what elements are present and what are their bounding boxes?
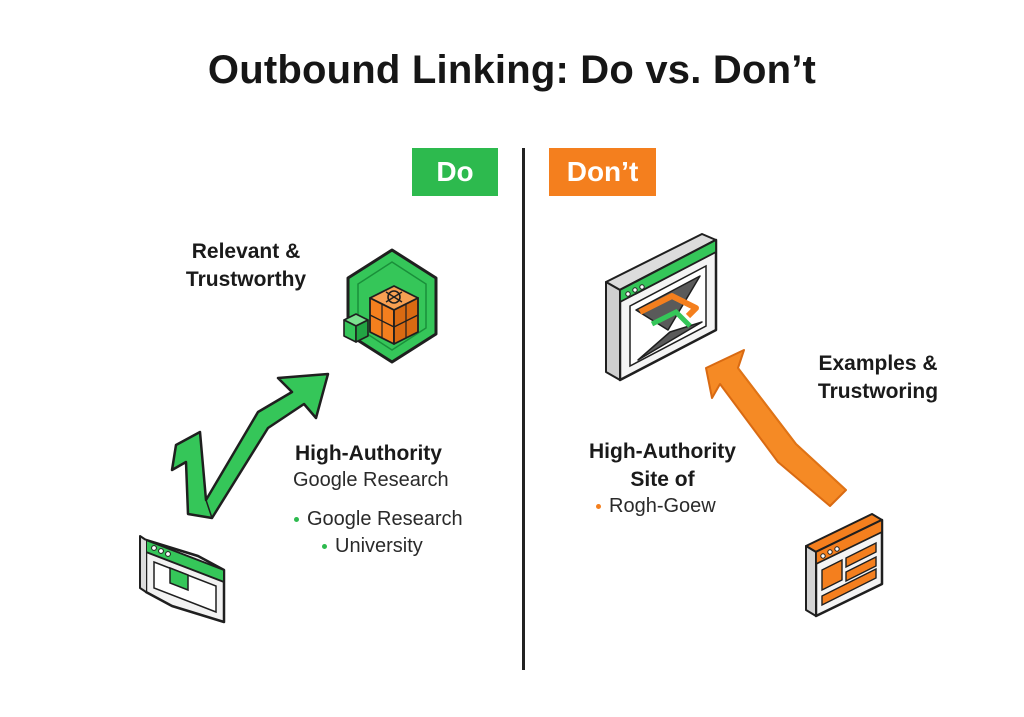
do-authority-title: High-Authority <box>295 442 442 465</box>
bullet-dot <box>596 504 601 509</box>
dont-label-line1: Examples & <box>818 352 938 375</box>
do-bullet-item: Google Research <box>294 506 463 533</box>
do-authority-sub: Google Research <box>293 469 449 491</box>
dont-authority-title: High-Authority Site of <box>580 438 745 494</box>
browser-window-green-icon <box>139 535 226 624</box>
center-divider <box>522 148 525 670</box>
do-bullet-item: University <box>294 533 463 560</box>
do-label: Relevant & Trustworthy <box>181 238 311 294</box>
broken-window-icon <box>605 233 718 382</box>
dont-authority-title-text: High-Authority <box>589 440 736 463</box>
dont-label: Examples & Trustworing <box>808 350 948 406</box>
green-arrow-icon <box>170 372 330 520</box>
browser-window-orange-icon <box>805 513 884 618</box>
do-bullet-text: University <box>335 535 423 557</box>
bullet-dot <box>322 544 327 549</box>
do-label-line1: Relevant & <box>191 240 301 263</box>
dont-badge: Don’t <box>549 148 656 196</box>
dont-authority-sub: Site of <box>630 468 695 491</box>
orange-arrow-icon <box>705 349 847 507</box>
page-title: Outbound Linking: Do vs. Don’t <box>207 48 817 92</box>
do-label-line2: Trustworthy <box>185 268 307 291</box>
bullet-dot <box>294 517 299 522</box>
dont-bullet-text: Rogh-Goew <box>609 495 716 517</box>
do-bullet-text: Google Research <box>307 508 463 530</box>
do-badge: Do <box>412 148 498 196</box>
do-bullets: Google Research University <box>294 506 463 560</box>
hexagon-cube-icon <box>343 248 438 364</box>
dont-bullets: Rogh-Goew <box>596 493 716 520</box>
dont-label-line2: Trustworing <box>817 380 939 403</box>
dont-bullet-item: Rogh-Goew <box>596 493 716 520</box>
